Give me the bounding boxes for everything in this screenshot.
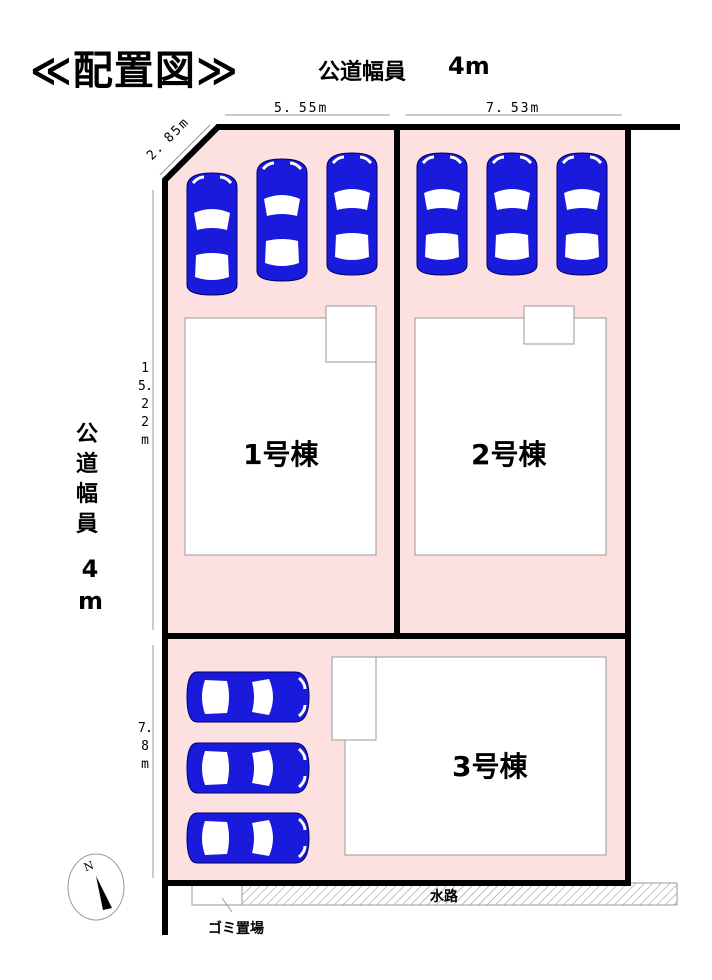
road-left-label: 公道幅員: [76, 422, 99, 537]
waterway-label: 水路: [430, 889, 458, 905]
building-3-annex: [331, 656, 377, 741]
garbage-area: [191, 882, 243, 906]
building-3-label: 3号棟: [452, 750, 528, 783]
parking-car: [555, 151, 609, 277]
building-3-footprint: [344, 656, 607, 856]
parking-car: [185, 171, 239, 297]
garbage-leader-line: [221, 897, 233, 913]
dim-left-upper: 15．22m: [138, 361, 159, 448]
dim-left-lower: 7．8m: [138, 721, 159, 772]
parking-car: [255, 157, 309, 283]
building-1-annex: [325, 305, 377, 363]
road-top-width: 4m: [448, 52, 490, 80]
waterway-area: [241, 882, 678, 906]
dimension-lines: [152, 114, 622, 878]
road-top-label: 公道幅員: [318, 60, 407, 85]
building-2-annex: [523, 305, 575, 345]
parking-car: [415, 151, 469, 277]
road-left-width: 4m: [78, 555, 104, 615]
parking-car: [185, 741, 311, 795]
parking-car: [325, 151, 379, 277]
lot-boundary: [162, 124, 680, 935]
building-1-label: 1号棟: [243, 438, 319, 471]
building-2-footprint: [414, 317, 607, 556]
parking-car: [185, 670, 311, 724]
parking-car: [485, 151, 539, 277]
building-2-label: 2号棟: [471, 438, 547, 471]
north-compass-icon: [67, 853, 125, 921]
parking-car: [185, 811, 311, 865]
dim-top-lot1: 5．55m: [274, 101, 329, 116]
garbage-label: ゴミ置場: [208, 921, 264, 937]
dim-top-lot2: 7．53m: [486, 101, 541, 116]
page-title: ≪配置図≫: [30, 48, 239, 94]
